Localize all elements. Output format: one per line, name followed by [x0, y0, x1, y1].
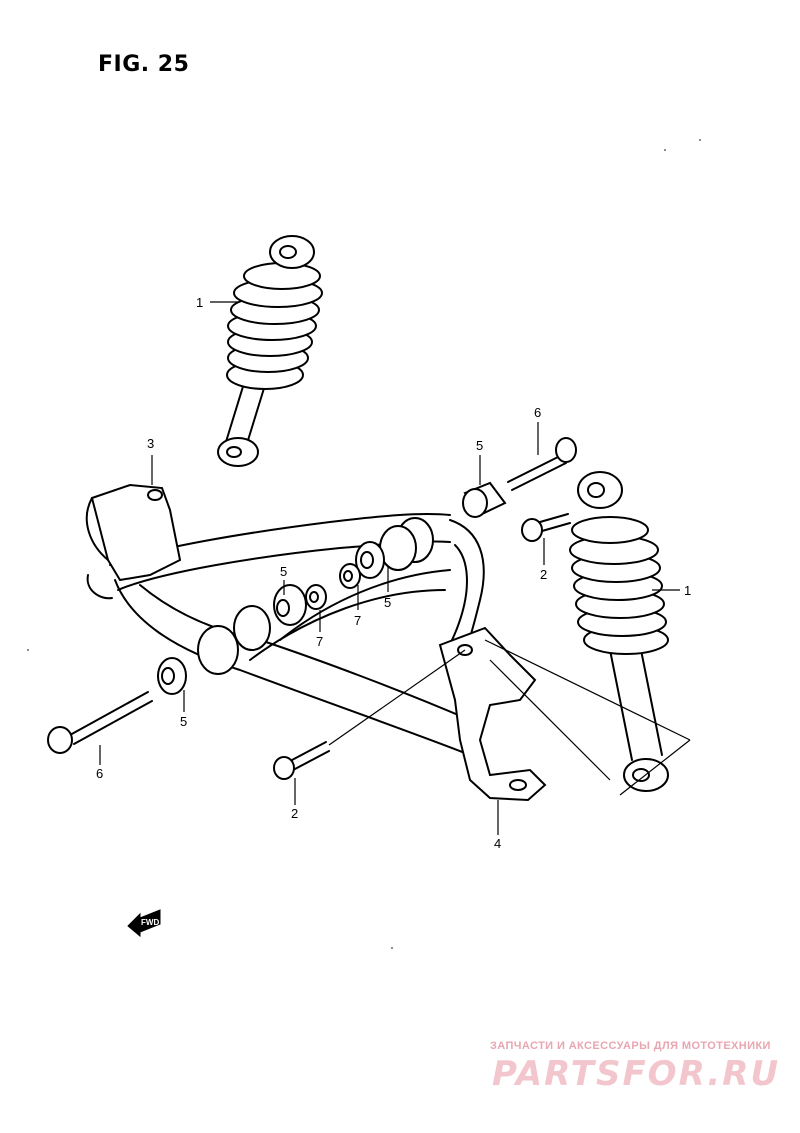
short-bolt-right [521, 513, 571, 542]
callout-leaders [99, 301, 680, 835]
shock-absorber-left [217, 235, 323, 467]
callout-collar-center: 7 [354, 613, 361, 628]
bushing-mid [233, 584, 307, 651]
long-bolt-right [507, 437, 577, 491]
callout-bushing-lower-left: 5 [180, 714, 187, 729]
collar-mid [305, 584, 327, 610]
callout-long-bolt-left: 6 [96, 766, 103, 781]
callout-pivot-bracket: 3 [147, 436, 154, 451]
callout-collar-mid: 7 [316, 634, 323, 649]
collar-center [339, 563, 361, 589]
callout-lower-bracket: 4 [494, 836, 501, 851]
pivot-bracket [85, 483, 182, 600]
fwd-arrow-icon: FWD [127, 909, 161, 938]
bushing-center [355, 517, 434, 579]
fwd-label: FWD [141, 918, 159, 927]
callout-short-bolt-right: 2 [540, 567, 547, 582]
callout-long-bolt-right: 6 [534, 405, 541, 420]
lower-bracket [438, 626, 547, 802]
bushing-upper-right [462, 481, 507, 518]
bushing-lower-left [157, 625, 239, 695]
watermark-caption: ЗАПЧАСТИ И АКСЕССУАРЫ ДЛЯ МОТОТЕХНИКИ [490, 1040, 771, 1052]
callout-shock-left: 1 [196, 295, 203, 310]
short-bolt-lower [273, 649, 466, 780]
long-bolt-left [47, 691, 153, 754]
callout-short-bolt-lower: 2 [291, 806, 298, 821]
figure-title: FIG. 25 [98, 52, 190, 77]
watermark-logo: PARTSFOR.RU [492, 1054, 781, 1094]
callout-bushing-upper-right: 5 [476, 438, 483, 453]
callout-shock-right: 1 [684, 583, 691, 598]
shock-absorber-right [569, 471, 669, 792]
callout-bushing-mid: 5 [280, 564, 287, 579]
callout-bushing-center: 5 [384, 595, 391, 610]
